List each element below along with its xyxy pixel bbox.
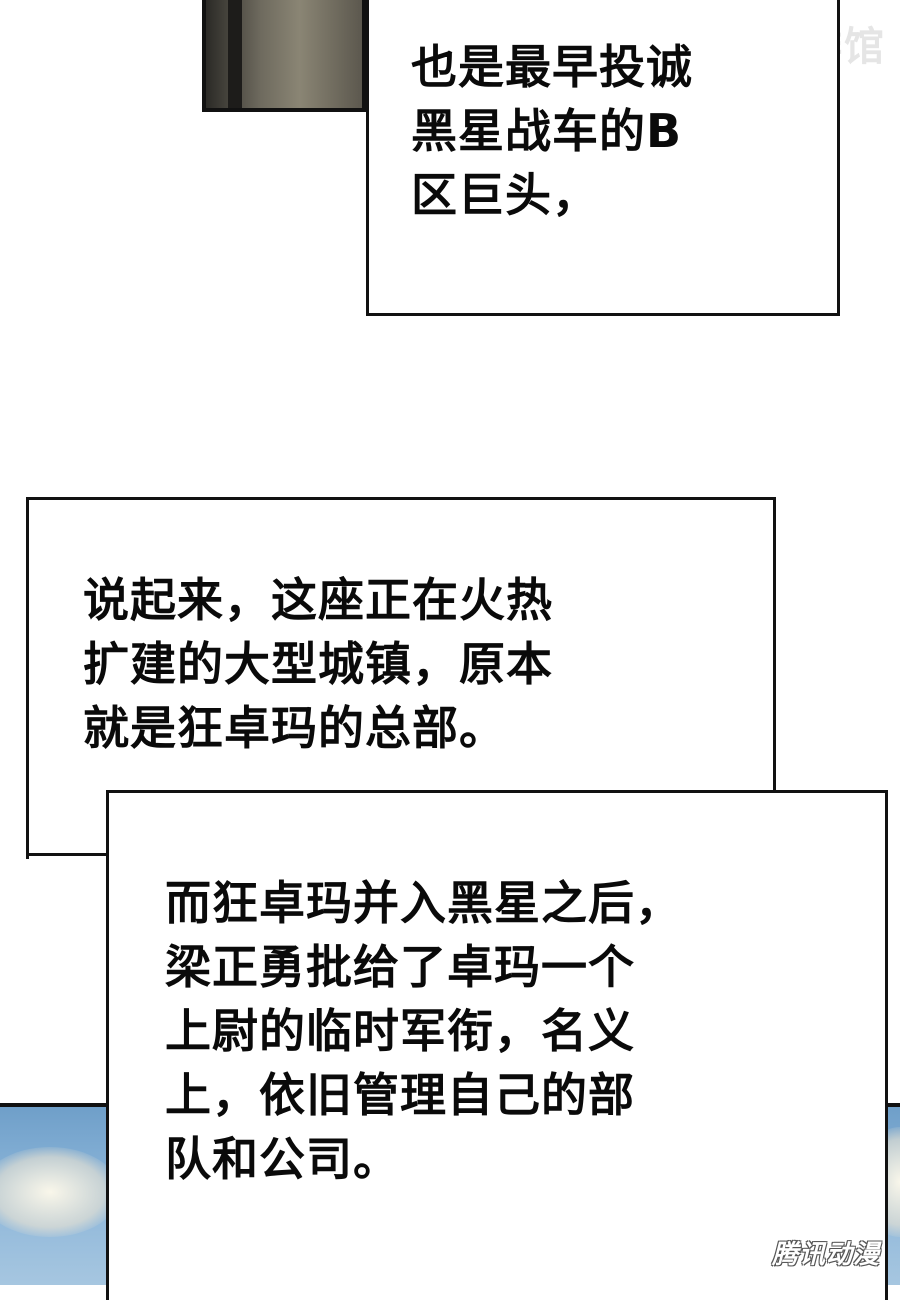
- caption-line: 也是最早投诚: [411, 40, 693, 94]
- caption-line: 队和公司。: [165, 1132, 400, 1186]
- cloud-left: [0, 1147, 120, 1237]
- caption-line: 而狂卓玛并入黑星之后，: [165, 876, 682, 930]
- caption-line: 梁正勇批给了卓玛一个: [165, 940, 635, 994]
- caption-line: 黑星战车的B: [411, 104, 683, 158]
- caption-line: 上，依旧管理自己的部: [165, 1068, 635, 1122]
- top-comic-panel: [202, 0, 366, 112]
- caption-box-1: 也是最早投诚 黑星战车的B 区巨头，: [366, 0, 840, 316]
- caption-overlap-fill: [109, 793, 773, 859]
- caption-line: 说起来，这座正在火热: [83, 573, 553, 627]
- caption-line: 区巨头，: [411, 168, 599, 222]
- caption-line: 就是狂卓玛的总部。: [83, 701, 506, 755]
- panel-dark-stripe: [228, 0, 242, 108]
- caption-line: 上尉的临时军衔，名义: [165, 1004, 635, 1058]
- caption-box-2-lower-edge: [26, 790, 106, 856]
- caption-box-3: 而狂卓玛并入黑星之后， 梁正勇批给了卓玛一个 上尉的临时军衔，名义 上，依旧管理…: [106, 790, 888, 1300]
- caption-line: 扩建的大型城镇，原本: [83, 637, 553, 691]
- watermark-bottom: 腾讯动漫: [771, 1240, 880, 1270]
